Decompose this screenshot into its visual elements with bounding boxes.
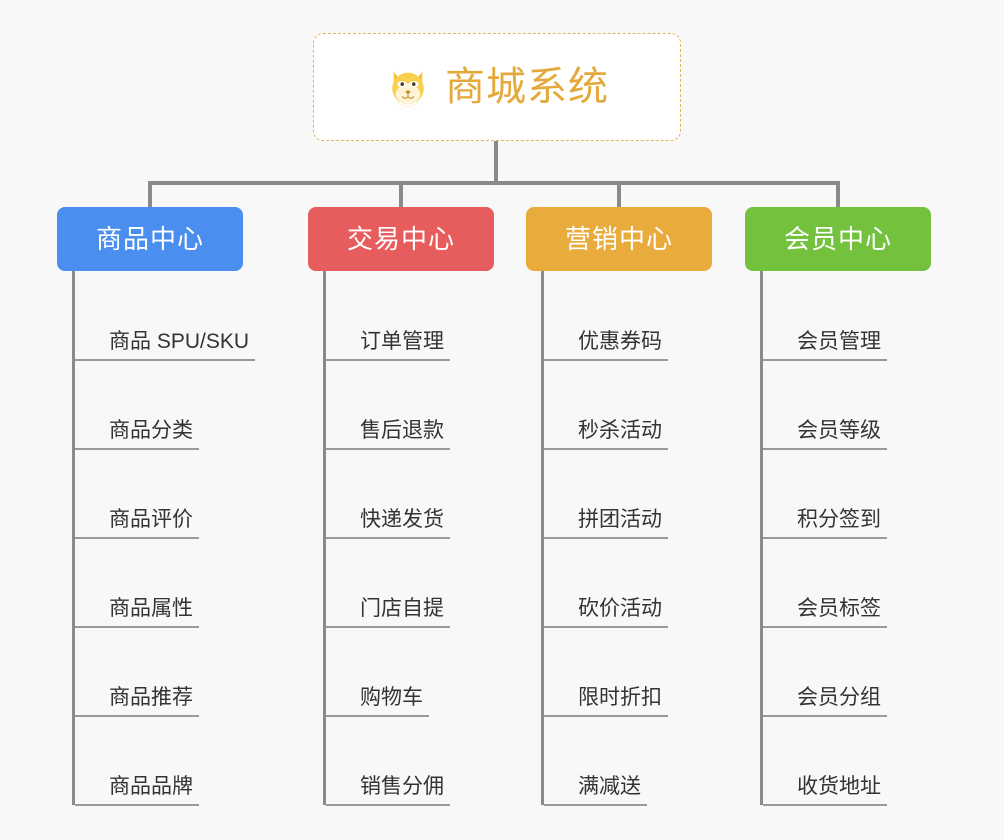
leaf-underline xyxy=(75,714,199,717)
shiba-dog-face-icon xyxy=(392,71,424,108)
leaf-underline xyxy=(326,536,450,539)
leaf-label: 商品推荐 xyxy=(109,685,193,709)
leaf-label: 门店自提 xyxy=(360,596,444,620)
list-item[interactable]: 优惠券码 xyxy=(544,271,744,361)
list-item[interactable]: 商品评价 xyxy=(75,449,307,539)
branch-column-member-center: 会员中心 会员管理 会员等级 积分签到 会员标签 会员分组 收货地址 xyxy=(745,207,963,806)
leaf-label: 拼团活动 xyxy=(578,507,662,531)
category-header-trade-center[interactable]: 交易中心 xyxy=(308,207,494,271)
connector-drop-1 xyxy=(148,181,152,207)
category-label: 商品中心 xyxy=(95,224,204,254)
leaf-underline xyxy=(544,625,668,628)
leaf-label: 会员分组 xyxy=(797,685,881,709)
category-header-member-center[interactable]: 会员中心 xyxy=(745,207,931,271)
leaf-underline xyxy=(544,803,647,806)
leaf-label: 砍价活动 xyxy=(578,596,662,620)
list-item[interactable]: 商品推荐 xyxy=(75,627,307,717)
leaf-underline xyxy=(326,803,450,806)
list-item[interactable]: 购物车 xyxy=(326,627,526,717)
leaf-list-product-center: 商品 SPU/SKU 商品分类 商品评价 商品属性 商品推荐 商品品牌 xyxy=(72,271,307,806)
leaf-label: 购物车 xyxy=(360,685,423,709)
list-item[interactable]: 快递发货 xyxy=(326,449,526,539)
list-item[interactable]: 售后退款 xyxy=(326,360,526,450)
root-title: 商城系统 xyxy=(445,65,609,109)
leaf-underline xyxy=(75,625,199,628)
list-item[interactable]: 积分签到 xyxy=(763,449,963,539)
connector-drop-4 xyxy=(836,181,840,207)
list-item[interactable]: 秒杀活动 xyxy=(544,360,744,450)
leaf-label: 订单管理 xyxy=(360,329,444,353)
list-item[interactable]: 拼团活动 xyxy=(544,449,744,539)
list-item[interactable]: 销售分佣 xyxy=(326,716,526,806)
leaf-underline xyxy=(75,358,255,361)
category-label: 交易中心 xyxy=(346,224,455,254)
list-item[interactable]: 收货地址 xyxy=(763,716,963,806)
leaf-underline xyxy=(75,447,199,450)
list-item[interactable]: 商品品牌 xyxy=(75,716,307,806)
branch-column-product-center: 商品中心 商品 SPU/SKU 商品分类 商品评价 商品属性 商品推荐 商品品牌 xyxy=(57,207,307,806)
leaf-list-trade-center: 订单管理 售后退款 快递发货 门店自提 购物车 销售分佣 xyxy=(323,271,526,806)
leaf-underline xyxy=(326,625,450,628)
branch-column-trade-center: 交易中心 订单管理 售后退款 快递发货 门店自提 购物车 销售分佣 xyxy=(308,207,526,806)
connector-trunk xyxy=(494,141,498,183)
leaf-underline xyxy=(763,803,887,806)
category-label: 会员中心 xyxy=(783,224,892,254)
leaf-label: 商品分类 xyxy=(109,418,193,442)
leaf-underline xyxy=(544,714,668,717)
leaf-underline xyxy=(763,536,887,539)
leaf-underline xyxy=(75,803,199,806)
leaf-list-marketing-center: 优惠券码 秒杀活动 拼团活动 砍价活动 限时折扣 满减送 xyxy=(541,271,744,806)
leaf-label: 商品品牌 xyxy=(109,774,193,798)
leaf-label: 售后退款 xyxy=(360,418,444,442)
leaf-underline xyxy=(763,358,887,361)
leaf-label: 收货地址 xyxy=(797,774,881,798)
list-item[interactable]: 商品分类 xyxy=(75,360,307,450)
connector-drop-2 xyxy=(399,181,403,207)
leaf-label: 秒杀活动 xyxy=(578,418,662,442)
leaf-label: 限时折扣 xyxy=(578,685,662,709)
leaf-label: 商品评价 xyxy=(109,507,193,531)
list-item[interactable]: 砍价活动 xyxy=(544,538,744,628)
list-item[interactable]: 商品属性 xyxy=(75,538,307,628)
category-label: 营销中心 xyxy=(564,224,673,254)
list-item[interactable]: 满减送 xyxy=(544,716,744,806)
list-item[interactable]: 门店自提 xyxy=(326,538,526,628)
leaf-label: 快递发货 xyxy=(360,507,444,531)
branch-column-marketing-center: 营销中心 优惠券码 秒杀活动 拼团活动 砍价活动 限时折扣 满减送 xyxy=(526,207,744,806)
leaf-label: 商品 SPU/SKU xyxy=(109,329,250,353)
leaf-label: 商品属性 xyxy=(109,596,193,620)
leaf-underline xyxy=(326,447,450,450)
list-item[interactable]: 订单管理 xyxy=(326,271,526,361)
leaf-underline xyxy=(763,447,887,450)
leaf-label: 优惠券码 xyxy=(578,329,662,353)
leaf-label: 销售分佣 xyxy=(360,774,444,798)
list-item[interactable]: 商品 SPU/SKU xyxy=(75,271,307,361)
leaf-underline xyxy=(763,714,887,717)
leaf-underline xyxy=(75,536,199,539)
leaf-label: 满减送 xyxy=(578,774,641,798)
category-header-product-center[interactable]: 商品中心 xyxy=(57,207,243,271)
connector-horizontal-bus xyxy=(148,181,840,185)
leaf-underline xyxy=(544,358,668,361)
leaf-underline xyxy=(544,536,668,539)
list-item[interactable]: 会员分组 xyxy=(763,627,963,717)
list-item[interactable]: 会员等级 xyxy=(763,360,963,450)
leaf-underline xyxy=(326,358,450,361)
root-node-mall-system[interactable]: 商城系统 xyxy=(313,33,681,141)
leaf-underline xyxy=(544,447,668,450)
leaf-label: 积分签到 xyxy=(797,507,881,531)
leaf-label: 会员管理 xyxy=(797,329,881,353)
leaf-underline xyxy=(763,625,887,628)
category-header-marketing-center[interactable]: 营销中心 xyxy=(526,207,712,271)
leaf-label: 会员标签 xyxy=(797,596,881,620)
leaf-list-member-center: 会员管理 会员等级 积分签到 会员标签 会员分组 收货地址 xyxy=(760,271,963,806)
list-item[interactable]: 会员标签 xyxy=(763,538,963,628)
leaf-label: 会员等级 xyxy=(797,418,881,442)
list-item[interactable]: 会员管理 xyxy=(763,271,963,361)
connector-drop-3 xyxy=(617,181,621,207)
list-item[interactable]: 限时折扣 xyxy=(544,627,744,717)
leaf-underline xyxy=(326,714,429,717)
